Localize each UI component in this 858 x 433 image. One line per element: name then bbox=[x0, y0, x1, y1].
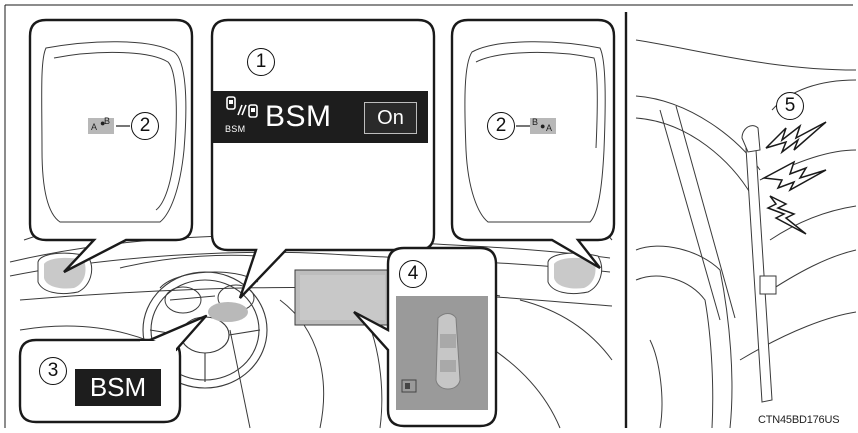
car-top-icon bbox=[436, 314, 460, 390]
seat-belt bbox=[742, 126, 776, 402]
sound-wave-icon bbox=[764, 122, 826, 234]
rear-interior-lines bbox=[636, 40, 856, 428]
callout-number-2-left: 2 bbox=[131, 112, 159, 140]
svg-text:●: ● bbox=[540, 121, 545, 131]
callout-number-1: 1 bbox=[247, 48, 275, 76]
callout-number-5: 5 bbox=[776, 92, 804, 120]
figure-code: CTN45BD176US bbox=[758, 414, 839, 426]
callout-number-4: 4 bbox=[399, 260, 427, 288]
cluster-display-highlight bbox=[208, 302, 248, 322]
bsm-icon-label: BSM bbox=[225, 124, 245, 134]
svg-text:A: A bbox=[91, 122, 97, 132]
callout-number-2-right: 2 bbox=[487, 112, 515, 140]
callout-number-3: 3 bbox=[39, 357, 67, 385]
right-mirror-indicator-icon: B ● A bbox=[530, 117, 556, 134]
bsm-vehicles-icon bbox=[223, 95, 263, 125]
bsm-settings-screen: BSM BSM On bbox=[213, 91, 428, 143]
meter-bsm-indicator: BSM bbox=[75, 369, 161, 406]
bsm-title: BSM bbox=[265, 100, 332, 134]
bsm-on-toggle[interactable]: On bbox=[364, 102, 417, 134]
svg-text:A: A bbox=[546, 123, 552, 133]
svg-text:B: B bbox=[532, 117, 538, 127]
svg-text:B: B bbox=[104, 116, 110, 126]
left-mirror-indicator-icon: A ● B bbox=[88, 116, 114, 134]
